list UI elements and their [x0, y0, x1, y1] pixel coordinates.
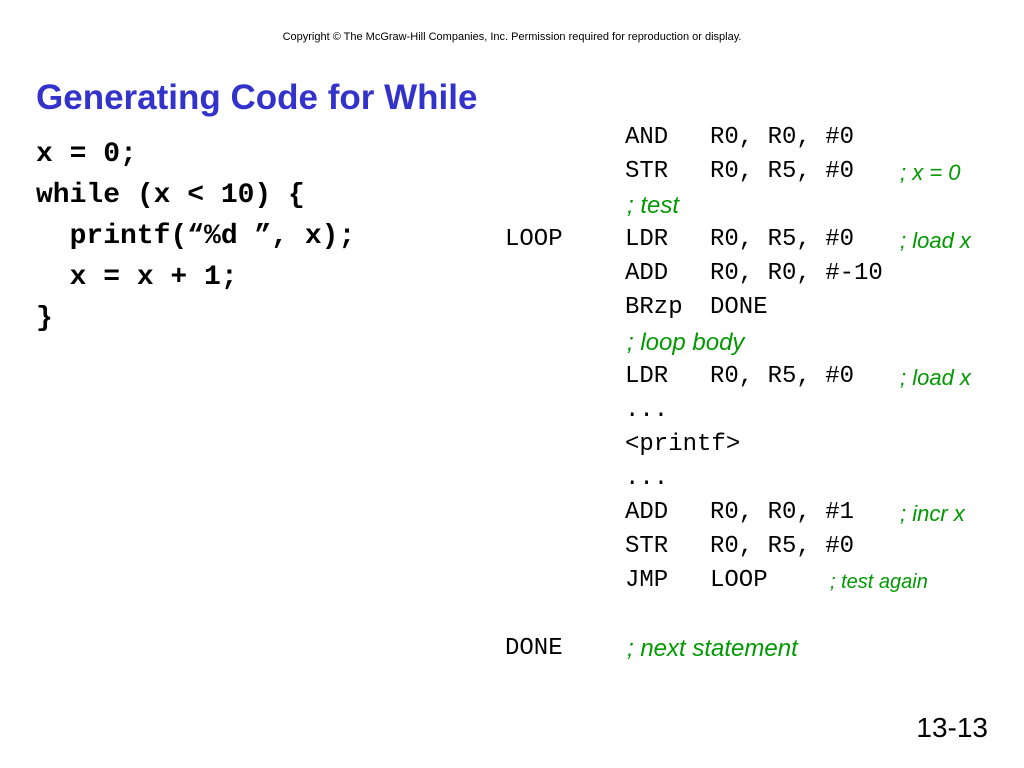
- c-code-line: x = 0;: [36, 139, 137, 170]
- asm-opcode: LDR: [625, 226, 669, 254]
- copyright-notice: Copyright © The McGraw-Hill Companies, I…: [282, 31, 742, 43]
- asm-comment: ; test again: [830, 571, 928, 594]
- slide-title: Generating Code for While: [36, 78, 478, 117]
- asm-operands: R0, R5, #0: [710, 226, 855, 254]
- asm-operands: R0, R0, #-10: [710, 260, 883, 288]
- c-code-line: printf(“%d ”, x);: [36, 221, 356, 252]
- asm-operands: LOOP: [710, 567, 768, 595]
- asm-operands: R0, R5, #0: [710, 362, 855, 390]
- asm-opcode: ADD: [625, 499, 669, 527]
- page-number: 13-13: [916, 712, 988, 743]
- asm-comment: ; incr x: [900, 501, 965, 527]
- asm-opcode: JMP: [625, 567, 669, 595]
- asm-comment: ; next statement: [627, 635, 798, 663]
- asm-label: LOOP: [505, 226, 563, 254]
- asm-comment: ; test: [627, 192, 680, 220]
- asm-opcode: ...: [625, 464, 669, 492]
- asm-comment: ; load x: [900, 364, 971, 390]
- c-code-line: while (x < 10) {: [36, 180, 305, 211]
- asm-opcode: BRzp: [625, 294, 683, 322]
- c-code-line: x = x + 1;: [36, 262, 238, 293]
- asm-opcode: STR: [625, 158, 669, 186]
- asm-opcode: AND: [625, 124, 669, 151]
- asm-label: DONE: [505, 635, 563, 663]
- asm-operands: R0, R5, #0: [710, 533, 855, 561]
- asm-opcode: STR: [625, 533, 669, 561]
- asm-opcode: LDR: [625, 362, 669, 390]
- asm-comment: ; x = 0: [900, 160, 961, 186]
- asm-operands: DONE: [710, 294, 768, 322]
- asm-operands: R0, R0, #1: [710, 499, 855, 527]
- asm-opcode: ...: [625, 396, 669, 424]
- c-code-line: }: [36, 303, 53, 334]
- asm-comment: ; load x: [900, 228, 971, 254]
- asm-opcode: <printf>: [625, 430, 741, 458]
- asm-opcode: ADD: [625, 260, 669, 288]
- c-source-code: x = 0; while (x < 10) { printf(“%d ”, x)…: [36, 134, 355, 339]
- asm-comment: ; loop body: [627, 328, 745, 356]
- asm-operands: R0, R0, #0: [710, 124, 855, 151]
- asm-operands: R0, R5, #0: [710, 158, 855, 186]
